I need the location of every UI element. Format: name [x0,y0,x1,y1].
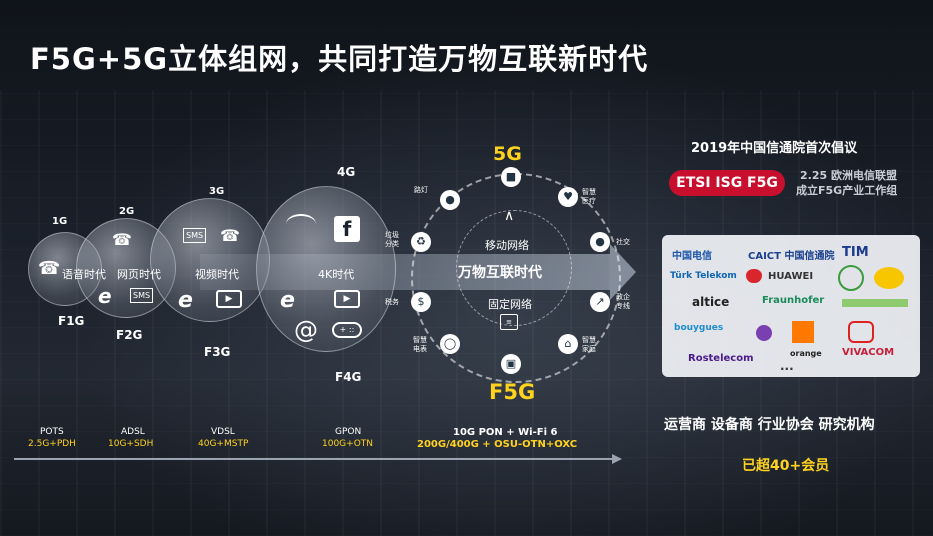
node-label-home: 智慧家庭 [582,336,596,353]
gen-era-3: 视频时代 [195,268,239,281]
timeline-name-1: POTS [40,427,64,437]
mobile-network-label: 移动网络 [485,239,529,252]
node-label-streetlight: 路灯 [414,186,428,194]
timeline-sub-3: 40G+MSTP [198,439,249,449]
logo-turk-telekom: Türk Telekom [670,271,737,281]
unicom-logo-icon [848,321,874,343]
video-icon: ▶ [334,290,360,308]
email-at-icon: @ [294,316,318,344]
car-icon: ■ [501,167,521,187]
timeline-arrow-head [612,454,622,464]
gen-fixed-3: F3G [204,345,231,359]
chart-icon: ↗ [590,292,610,312]
timeline-sub-2: 10G+SDH [108,439,154,449]
onu-device-icon: ≡ [500,314,518,330]
post-logo-icon [874,267,904,289]
gen-era-2: 网页时代 [117,268,161,281]
purple-logo-icon [756,325,772,341]
browser-e-icon: e [98,284,112,308]
gen-era-4: 4K时代 [318,268,355,281]
node-label-tax: 税务 [385,298,399,306]
timeline-sub-4: 100G+OTN [322,439,374,449]
node-label-medical: 智慧医疗 [582,188,596,205]
member-categories: 运营商 设备商 行业协会 研究机构 [664,417,875,433]
node-label-meter: 智慧电表 [413,336,427,353]
gen-bubble-3 [150,198,270,322]
etsi-badge: ETSI ISG F5G [669,170,785,196]
person-icon: ● [590,232,610,252]
logo-more-ellipsis: ... [780,359,794,373]
gen-era-1: 语音时代 [62,268,106,281]
green-logo-icon [842,299,908,307]
timeline-name-2: ADSL [121,427,145,437]
huawei-flower-icon [746,269,762,283]
initiative-heading: 2019年中国信通院首次倡议 [691,141,858,156]
phone-icon: ☎ [112,230,132,249]
logo-orange: orange [790,349,822,358]
phone-icon: ☎ [38,258,61,279]
antenna-icon: ∧ [504,208,515,224]
hub-f5g-label: F5G [489,380,536,404]
fixed-network-label: 固定网络 [488,298,532,311]
node-label-social: 社交 [616,238,630,246]
gen-top-1: 1G [52,216,68,227]
gamepad-icon: + :: [332,322,362,338]
recycle-icon: ♻ [411,232,431,252]
node-label-gov: 政企专线 [616,293,630,310]
speed-gauge-icon [286,214,316,234]
gen-top-4: 4G [337,165,356,179]
home-icon: ⌂ [558,334,578,354]
timeline-sub-1: 2.5G+PDH [28,439,76,449]
browser-e-icon: e [280,288,295,313]
gen-bubble-4 [256,186,396,352]
logo-rostelecom: Rostelecom [688,353,754,364]
gen-fixed-1: F1G [58,314,85,328]
gen-top-2: 2G [119,206,135,217]
video-icon: ▶ [216,290,242,308]
facebook-icon: f [334,216,360,242]
tax-icon: $ [411,292,431,312]
gen-top-3: 3G [209,186,225,197]
building-icon: ▣ [501,354,521,374]
page-title: F5G+5G立体组网，共同打造万物互联新时代 [30,42,649,76]
streetlight-icon: ● [440,190,460,210]
sms-icon: SMS [130,288,154,303]
logo-tim: TIM [842,245,869,260]
member-logo-panel: 中国电信 CAICT 中国信通院 TIM Türk Telekom HUAWEI… [662,235,920,377]
logo-caict: CAICT 中国信通院 [748,251,835,262]
logo-bouygues: bouygues [674,323,724,333]
etsi-note-line-1: 2.25 欧洲电信联盟 [800,169,897,182]
orange-logo-icon [792,321,814,343]
logo-fraunhofer: Fraunhofer [762,295,825,306]
browser-e-icon: e [178,288,193,313]
etsi-note-line-2: 成立F5G产业工作组 [796,184,898,197]
hub-inner-ring [456,210,572,326]
gen-fixed-2: F2G [116,328,143,342]
logo-altice: altice [692,295,730,309]
timeline-sub-5: 200G/400G + OSU-OTN+OXC [417,439,578,450]
hub-5g-label: 5G [493,143,522,165]
meter-icon: ◯ [440,334,460,354]
node-label-garbage: 垃圾分类 [385,231,399,248]
timeline-name-5: 10G PON + Wi-Fi 6 [453,427,558,438]
logo-vivacom: VIVACOM [842,347,895,358]
timeline-name-3: VDSL [211,427,235,437]
heart-icon: ♥ [558,187,578,207]
sms-icon: SMS [183,228,207,243]
member-count: 已超40+会员 [742,458,830,474]
logo-china-telecom: 中国电信 [672,251,712,262]
gen-fixed-4: F4G [335,370,362,384]
timeline-name-4: GPON [335,427,362,437]
logo-huawei: HUAWEI [768,271,814,282]
era-label: 万物互联时代 [458,265,542,281]
seal-logo-icon [838,265,864,291]
phone-icon: ☎ [220,226,240,245]
timeline-line [14,458,614,460]
